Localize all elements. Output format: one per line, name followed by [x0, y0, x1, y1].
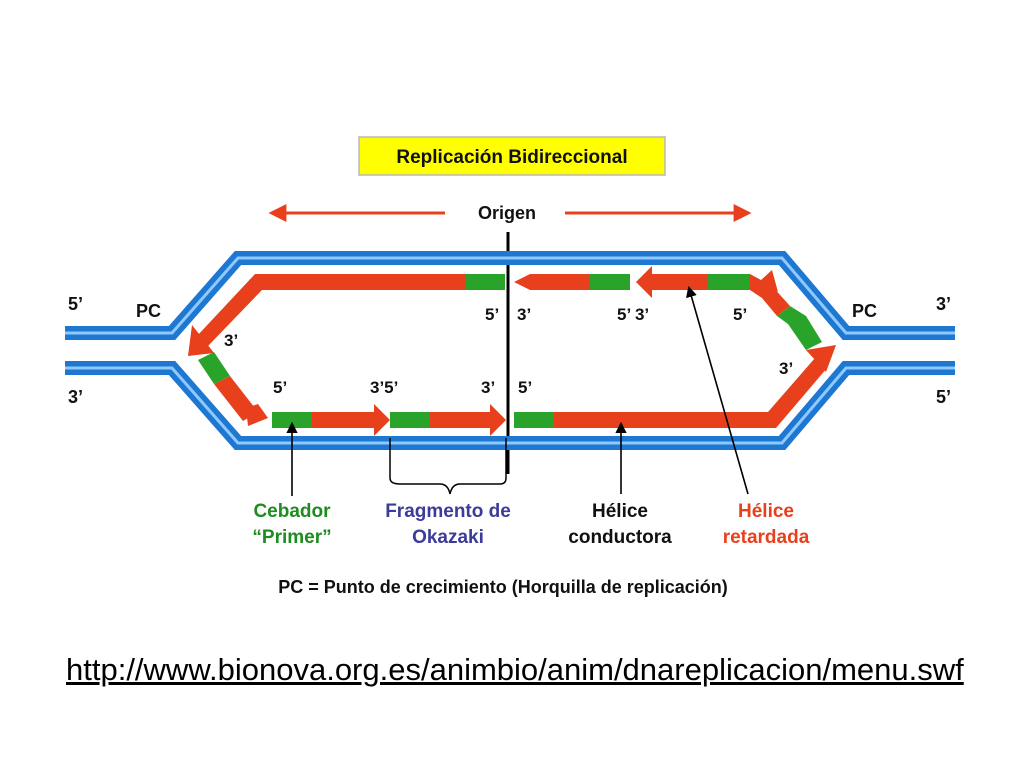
new-strand-top-left — [188, 274, 505, 356]
strand-label: 5’ — [485, 305, 499, 324]
footnote: PC = Punto de crecimiento (Horquilla de … — [278, 577, 728, 597]
new-strand-top-right — [514, 266, 822, 350]
end-label-right-bottom: 5’ — [936, 387, 951, 407]
end-label-left-bottom: 3’ — [68, 387, 83, 407]
legend-leading-line1: Hélice — [592, 501, 648, 522]
strand-label: 5’ — [273, 378, 287, 397]
okazaki-bracket — [389, 438, 507, 495]
end-label-left-top: 5’ — [68, 294, 83, 314]
origin-label: Origen — [478, 203, 536, 223]
strand-label: 3’ — [224, 331, 238, 350]
parental-dna — [65, 251, 955, 450]
bottom-parental-strand — [65, 361, 955, 450]
legend-leading-line2: conductora — [568, 527, 672, 548]
fork-label-right: PC — [852, 301, 877, 321]
strand-label: 5’ 3’ — [617, 305, 649, 324]
primer — [390, 412, 430, 428]
legend: Cebador “Primer” Fragmento de Okazaki Hé… — [252, 501, 809, 548]
legend-okazaki-line2: Okazaki — [412, 527, 484, 548]
primer — [465, 274, 505, 290]
new-strand-bottom-right — [514, 345, 836, 428]
new-strand-bottom-left — [198, 352, 506, 436]
title-box: Replicación Bidireccional — [358, 136, 666, 176]
diagram-title: Replicación Bidireccional — [396, 147, 627, 168]
strand-label: 3’5’ — [370, 378, 398, 397]
source-link[interactable]: http://www.bionova.org.es/animbio/anim/d… — [66, 652, 964, 687]
legend-primer-line2: “Primer” — [252, 527, 331, 548]
primer — [514, 412, 554, 428]
primer — [198, 352, 230, 384]
primer — [590, 274, 630, 290]
strand-label: 3’ — [779, 359, 793, 378]
origin-marker: Origen — [268, 203, 752, 474]
primer — [708, 274, 750, 290]
fork-label-left: PC — [136, 301, 161, 321]
top-parental-strand — [65, 251, 955, 340]
end-label-right-top: 3’ — [936, 294, 951, 314]
strand-label: 3’ — [481, 378, 495, 397]
strand-label: 5’ — [733, 305, 747, 324]
legend-okazaki-line1: Fragmento de — [385, 501, 511, 522]
legend-lagging-line1: Hélice — [738, 501, 794, 522]
replication-diagram: Replicación Bidireccional Origen — [65, 136, 955, 597]
primer — [272, 412, 312, 428]
strand-label: 5’ — [518, 378, 532, 397]
legend-primer-line1: Cebador — [253, 501, 331, 522]
lagging-pointer — [686, 285, 749, 495]
legend-lagging-line2: retardada — [723, 527, 810, 548]
strand-end-labels: 3’ 5’ 3’5’ 3’ 5’ 5’ 3’ 5’ 3’ 5’ 3’ — [224, 305, 793, 397]
strand-label: 3’ — [517, 305, 531, 324]
